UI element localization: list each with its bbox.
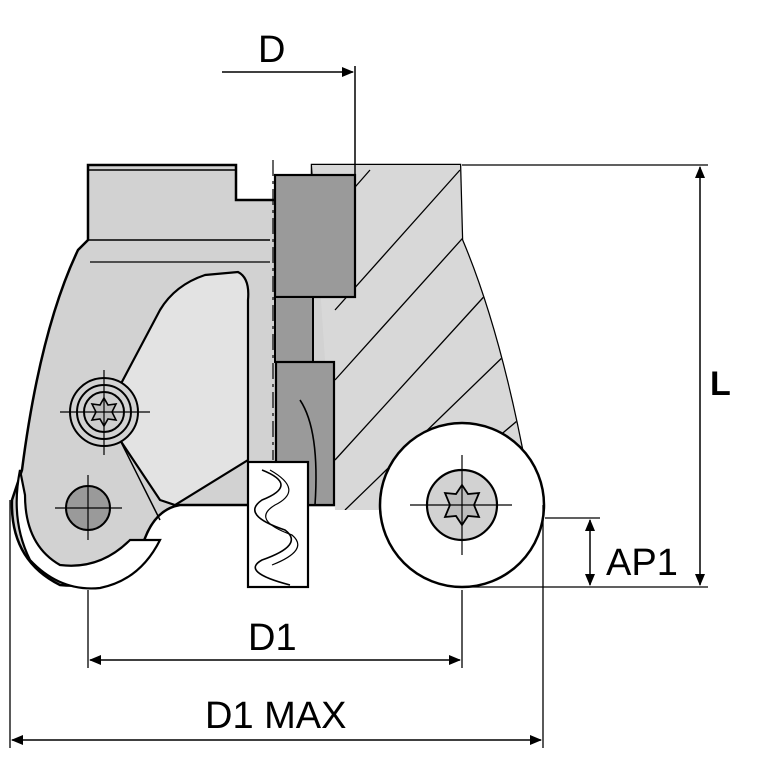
round-screw-icon xyxy=(55,475,122,540)
center-insert xyxy=(246,460,310,589)
drive-key-lower xyxy=(274,296,314,363)
dim-ap1-label: AP1 xyxy=(606,542,678,584)
dim-d-label: D xyxy=(258,29,285,71)
dim-d1-label: D1 xyxy=(248,617,297,659)
chip-pocket xyxy=(113,270,250,507)
dim-d1-max-label: D1 MAX xyxy=(205,695,346,737)
torx-screw-icon xyxy=(410,455,512,555)
drive-key-upper xyxy=(273,173,357,299)
left-insert xyxy=(15,469,162,590)
torx-screw-icon xyxy=(60,370,150,455)
dim-l-label: L xyxy=(710,365,731,403)
